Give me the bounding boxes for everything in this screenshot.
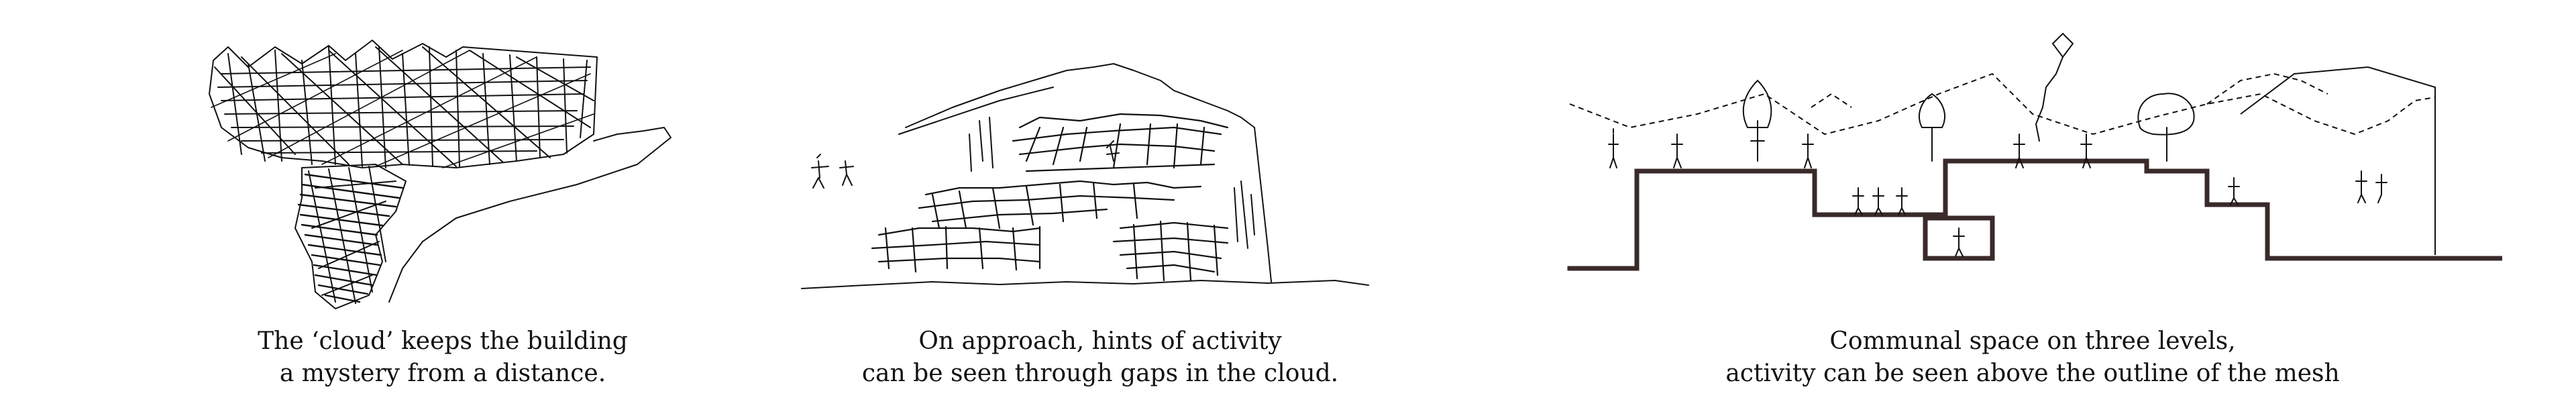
caption-communal-section: Communal space on three levels, activity… bbox=[1563, 325, 2502, 390]
person-9 bbox=[1953, 228, 1964, 256]
scribble-vertical-b bbox=[1234, 181, 1254, 248]
panel-approach: On approach, hints of activity can be se… bbox=[798, 27, 1402, 403]
sketch-communal-section bbox=[1563, 27, 2502, 315]
panel-cloud-distance: The ‘cloud’ keeps the building a mystery… bbox=[201, 27, 684, 403]
caption-line: On approach, hints of activity bbox=[918, 327, 1282, 355]
mesh-outline-3 bbox=[1811, 94, 1851, 107]
person-1 bbox=[1609, 129, 1618, 168]
person-10 bbox=[2229, 178, 2239, 205]
person-6 bbox=[1853, 188, 1864, 215]
figure-left-a bbox=[812, 154, 828, 188]
figure-left-b bbox=[840, 161, 853, 185]
cloud-hatching-c bbox=[215, 47, 594, 166]
sketch-cloud-distance bbox=[201, 27, 684, 315]
caption-approach: On approach, hints of activity can be se… bbox=[798, 325, 1402, 390]
person-7 bbox=[1873, 188, 1884, 215]
mesh-outline-2 bbox=[2207, 74, 2328, 104]
mesh-outline bbox=[1570, 74, 2435, 228]
caption-line: can be seen through gaps in the cloud. bbox=[861, 360, 1339, 387]
caption-line: The ‘cloud’ keeps the building bbox=[258, 327, 628, 355]
ground-line bbox=[802, 280, 1368, 289]
scribble-vertical-a bbox=[969, 117, 993, 171]
kite bbox=[2036, 34, 2073, 141]
person-8 bbox=[1896, 188, 1907, 215]
lower-mass-outline bbox=[295, 164, 406, 309]
cloud-top-line-2 bbox=[899, 87, 1053, 134]
panel-communal-section: Communal space on three levels, activity… bbox=[1563, 27, 2502, 403]
tree-2 bbox=[1919, 94, 1945, 161]
caption-line: activity can be seen above the outline o… bbox=[1725, 360, 2340, 387]
caption-line: a mystery from a distance. bbox=[279, 360, 606, 387]
figure-inside bbox=[1107, 141, 1119, 161]
activity-band-middle bbox=[919, 181, 1201, 228]
tree-3 bbox=[2138, 93, 2194, 161]
cloud-hatching-b bbox=[228, 47, 587, 168]
cloud-hatching-d bbox=[211, 50, 594, 168]
activity-band-lower bbox=[872, 227, 1040, 272]
tree-1 bbox=[1743, 81, 1772, 161]
caption-line: Communal space on three levels, bbox=[1829, 327, 2236, 355]
cloud-right-edge bbox=[1254, 127, 1271, 282]
cloud-top-outline bbox=[906, 64, 1254, 127]
person-3 bbox=[1803, 134, 1813, 168]
person-4 bbox=[2014, 134, 2025, 168]
person-2 bbox=[1672, 134, 1682, 168]
lower-mass-crosshatch bbox=[309, 166, 396, 303]
section-outline bbox=[1570, 161, 2502, 268]
activity-band-upper bbox=[1013, 114, 1228, 171]
person-11 bbox=[2356, 171, 2367, 203]
person-5 bbox=[2081, 134, 2092, 168]
house-roof-right bbox=[2241, 67, 2435, 255]
activity-band-right bbox=[1114, 221, 1228, 280]
person-12 bbox=[2376, 174, 2387, 203]
cloud-hatching-a bbox=[218, 67, 590, 153]
caption-cloud-distance: The ‘cloud’ keeps the building a mystery… bbox=[201, 325, 684, 390]
hill-line bbox=[389, 127, 671, 302]
section-box-lower bbox=[1925, 218, 1992, 258]
sketch-approach bbox=[798, 27, 1402, 315]
